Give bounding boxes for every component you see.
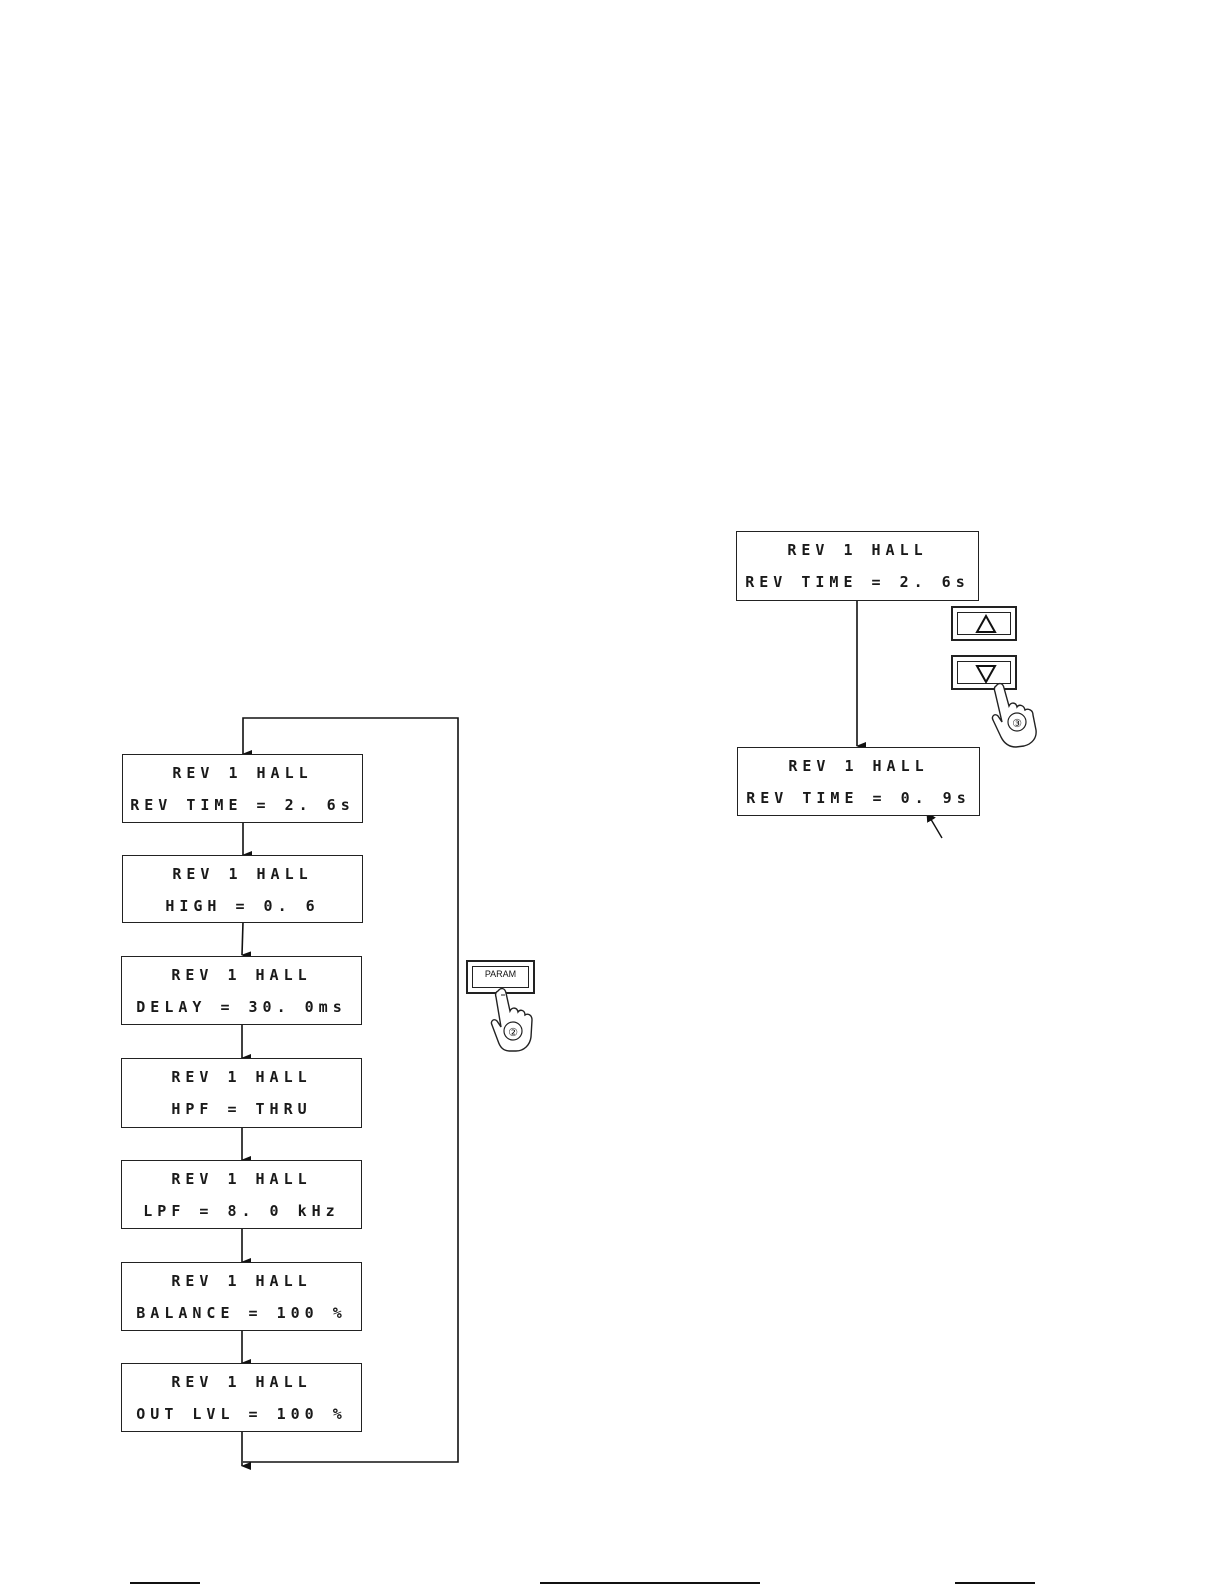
param-button-label: PARAM (468, 969, 533, 979)
lcd-display-lpf: REV 1 HALL LPF = 8. 0 kHz (121, 1160, 362, 1229)
pointing-hand-icon: ③ (988, 680, 1044, 750)
lcd-line-2: OUT LVL = 100 % (122, 1405, 361, 1423)
lcd-display-rev-time: REV 1 HALL REV TIME = 2. 6s (122, 754, 363, 823)
lcd-line-1: REV 1 HALL (122, 1068, 361, 1086)
lcd-display-high: REV 1 HALL HIGH = 0. 6 (122, 855, 363, 923)
lcd-line-1: REV 1 HALL (122, 966, 361, 984)
lcd-line-2: DELAY = 30. 0ms (122, 998, 361, 1016)
lcd-line-2: LPF = 8. 0 kHz (122, 1202, 361, 1220)
up-triangle-icon (975, 614, 997, 634)
lcd-line-2: REV TIME = 2. 6s (123, 796, 362, 814)
lcd-line-1: REV 1 HALL (122, 1373, 361, 1391)
flow-arrow (242, 922, 243, 955)
lcd-line-2: HIGH = 0. 6 (123, 897, 362, 915)
step-number-2: ② (508, 1026, 518, 1039)
value-pointer-arrow (929, 816, 942, 838)
lcd-line-2: BALANCE = 100 % (122, 1304, 361, 1322)
lcd-line-1: REV 1 HALL (122, 1170, 361, 1188)
lcd-line-1: REV 1 HALL (123, 865, 362, 883)
step-number-3: ③ (1012, 717, 1022, 730)
lcd-display-delay: REV 1 HALL DELAY = 30. 0ms (121, 956, 362, 1025)
lcd-display-before-edit: REV 1 HALL REV TIME = 2. 6s (736, 531, 979, 601)
lcd-line-2: HPF = THRU (122, 1100, 361, 1118)
lcd-display-after-edit: REV 1 HALL REV TIME = 0. 9s (737, 747, 980, 816)
lcd-line-1: REV 1 HALL (738, 757, 979, 775)
pointing-hand-icon: ② (488, 985, 538, 1055)
lcd-display-out-lvl: REV 1 HALL OUT LVL = 100 % (121, 1363, 362, 1432)
lcd-line-1: REV 1 HALL (122, 1272, 361, 1290)
lcd-line-2: REV TIME = 2. 6s (737, 573, 978, 591)
lcd-display-hpf: REV 1 HALL HPF = THRU (121, 1058, 362, 1128)
lcd-line-2: REV TIME = 0. 9s (738, 789, 979, 807)
lcd-line-1: REV 1 HALL (123, 764, 362, 782)
up-button[interactable] (951, 606, 1017, 641)
lcd-line-1: REV 1 HALL (737, 541, 978, 559)
lcd-display-balance: REV 1 HALL BALANCE = 100 % (121, 1262, 362, 1331)
